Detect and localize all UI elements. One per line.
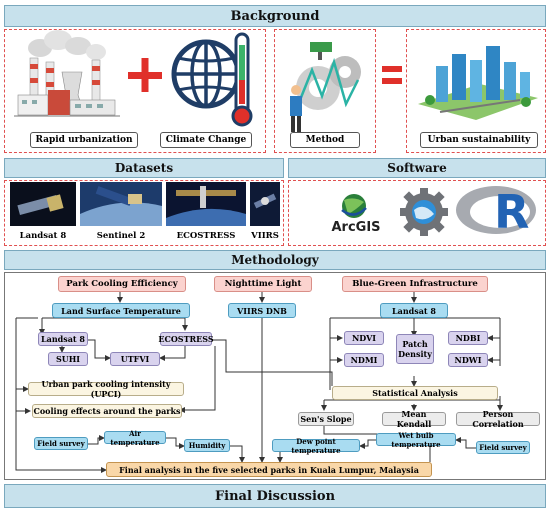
node-nighttime-light: Nighttime Light (214, 276, 312, 292)
node-blue-green-infrastructure: Blue-Green Infrastructure (342, 276, 488, 292)
node-person-correlation: Person Correlation (456, 409, 540, 429)
node-landsat8-bgi: Landsat 8 (380, 303, 448, 318)
node-utfvi: UTFVI (110, 352, 160, 366)
final-discussion-header: Final Discussion (4, 484, 546, 508)
node-air-temperature: Air temperature (104, 429, 166, 447)
node-wet-bulb-temperature: Wet bulb temperature (376, 431, 456, 449)
background-label-method: Method (290, 132, 360, 148)
background-title: Background (230, 8, 320, 24)
background-left-panel (4, 29, 266, 153)
node-ndmi: NDMI (344, 353, 384, 367)
background-right-panel (406, 29, 546, 153)
node-field-survey-right: Field survey (476, 441, 530, 454)
software-title: Software (387, 161, 447, 175)
datasets-title: Datasets (114, 161, 174, 175)
software-header: Software (288, 158, 546, 178)
node-dew-point-temperature: Dew point temperature (272, 437, 360, 455)
node-sens-slope: Sen's Slope (298, 412, 354, 426)
methodology-header: Methodology (4, 250, 546, 270)
background-label-climate-change: Climate Change (160, 132, 252, 148)
dataset-label-landsat8: Landsat 8 (19, 231, 67, 241)
node-upci: Urban park cooling intensity (UPCI) (28, 379, 184, 399)
node-mean-kendall: Mean Kendall (382, 409, 446, 429)
node-statistical-analysis: Statistical Analysis (332, 386, 498, 400)
background-label-rapid-urbanization: Rapid urbanization (30, 132, 138, 148)
datasets-panel (4, 180, 284, 246)
node-final-analysis: Final analysis in the five selected park… (106, 462, 432, 477)
final-discussion-title: Final Discussion (214, 488, 336, 504)
datasets-header: Datasets (4, 158, 284, 178)
node-viirs-dnb: VIIRS DNB (228, 303, 296, 318)
background-method-panel (274, 29, 376, 153)
methodology-title: Methodology (231, 253, 319, 267)
background-header: Background (4, 5, 546, 27)
background-label-urban-sustainability: Urban sustainability (420, 132, 538, 148)
node-land-surface-temperature: Land Surface Temperature (52, 303, 190, 318)
node-field-survey-left: Field survey (34, 437, 88, 450)
arcgis-label: ArcGIS (331, 220, 381, 235)
node-ndbi: NDBI (448, 331, 488, 345)
node-landsat8-lst: Landsat 8 (38, 332, 88, 346)
node-patch-density: Patch Density (396, 334, 434, 364)
node-ndvi: NDVI (344, 331, 384, 345)
node-humidity: Humidity (184, 439, 230, 452)
methodology-panel (4, 272, 546, 480)
r-logo-label: R (494, 185, 530, 239)
dataset-label-sentinel2: Sentinel 2 (96, 231, 146, 241)
node-suhi: SUHI (48, 352, 88, 366)
node-ecostress: ECOSTRESS (158, 332, 214, 346)
software-panel (288, 180, 546, 246)
node-park-cooling-efficiency: Park Cooling Efficiency (58, 276, 186, 292)
dataset-label-viirs: VIIRS (251, 231, 279, 241)
dataset-label-ecostress: ECOSTRESS (176, 231, 236, 241)
node-ndwi: NDWI (448, 353, 488, 367)
node-cooling-effects: Cooling effects around the parks (32, 404, 182, 418)
